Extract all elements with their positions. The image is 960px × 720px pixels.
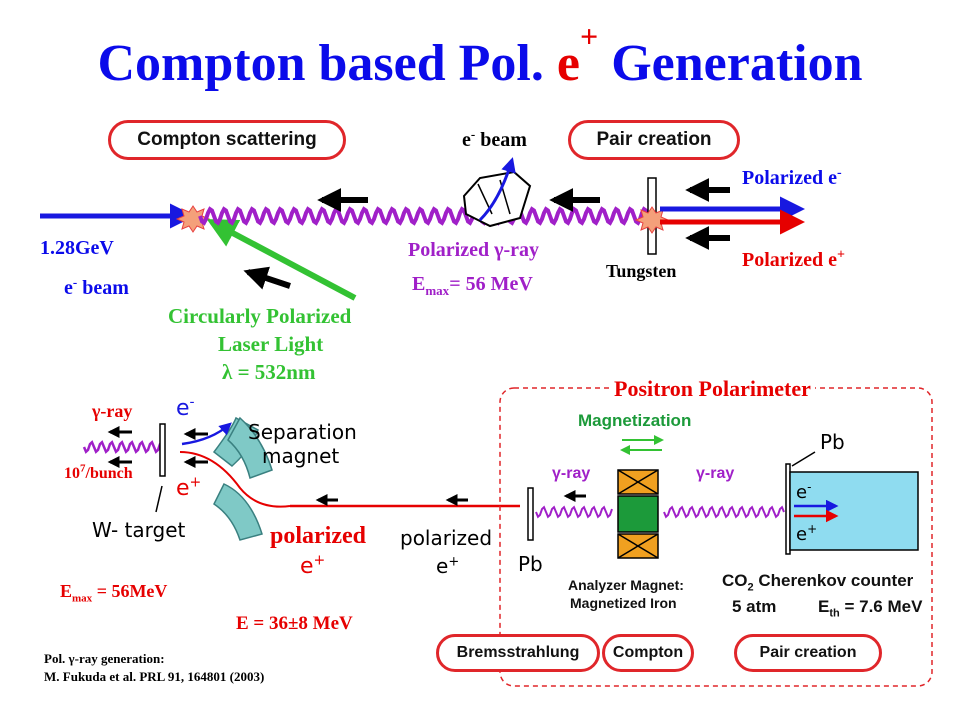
direction-arrow xyxy=(243,266,291,290)
polarized-red-label: polarized xyxy=(270,523,366,549)
pair-creation-pill-upper: Pair creation xyxy=(568,120,740,160)
analyzer-magnet xyxy=(617,469,659,559)
pair-burst xyxy=(634,206,670,234)
bending-magnet-upper xyxy=(462,157,532,228)
analyzer-line2: Magnetized Iron xyxy=(570,595,677,611)
polarized-positron-label: Polarized e+ xyxy=(742,247,845,271)
beam-energy-label: 1.28GeV xyxy=(40,237,114,259)
gamma-ray-lower-label: γ-ray xyxy=(92,401,133,421)
compton-burst xyxy=(175,205,211,233)
polarimeter-title: Positron Polarimeter xyxy=(610,378,815,400)
gamma-ray-right-label: γ-ray xyxy=(696,465,735,482)
polarized-electron-label: Polarized e- xyxy=(742,165,842,189)
pb-converter xyxy=(527,487,534,541)
pressure-label: 5 atm xyxy=(732,597,777,616)
gamma-ray-left-label: γ-ray xyxy=(552,465,591,482)
cherenkov-label: CO2 Cherenkov counter xyxy=(722,571,914,594)
pb-top-label: Pb xyxy=(820,430,845,454)
e-minus-label: e- xyxy=(176,394,195,421)
beam-label: e- beam xyxy=(64,274,129,299)
w-target-pointer xyxy=(155,485,163,513)
laser-wavelength: λ = 532nm xyxy=(222,360,316,384)
e-plus-label: e+ xyxy=(176,474,202,501)
bremsstrahlung-pill: Bremsstrahlung xyxy=(436,634,600,672)
gamma-wave-upper xyxy=(198,206,654,226)
e-plus-red-label: e+ xyxy=(300,552,326,579)
pb-left-label: Pb xyxy=(518,552,543,576)
laser-line2: Laser Light xyxy=(218,332,324,356)
pair-creation-pill-lower: Pair creation xyxy=(734,634,882,672)
polarized-gamma-label: Polarized γ-ray xyxy=(408,239,539,261)
bunch-label: 107/bunch xyxy=(64,462,133,482)
separation-label: Separation xyxy=(248,420,357,444)
laser-arrow xyxy=(206,219,357,301)
tungsten-label: Tungsten xyxy=(606,261,677,281)
e-plus-black-label: e+ xyxy=(436,554,460,578)
e-beam-top-label: e- beam xyxy=(462,126,527,151)
w-target-label: W- target xyxy=(92,518,186,542)
gamma-wave-right xyxy=(663,505,785,519)
magnetization-label: Magnetization xyxy=(578,411,692,430)
separation-magnet xyxy=(179,416,291,541)
w-target xyxy=(159,423,166,477)
laser-line1: Circularly Polarized xyxy=(168,304,352,328)
reference-line1: Pol. γ-ray generation: xyxy=(44,651,165,666)
threshold-label: Eth = 7.6 MeV xyxy=(818,597,923,620)
compton-pill: Compton xyxy=(602,634,694,672)
gamma-wave-lower-left xyxy=(82,440,163,454)
compton-scattering-pill: Compton scattering xyxy=(108,120,346,160)
analyzer-line1: Analyzer Magnet: xyxy=(568,577,684,593)
energy-label: E = 36±8 MeV xyxy=(236,613,353,634)
counter-e-plus: e+ xyxy=(796,522,818,545)
magnet-label: magnet xyxy=(262,444,340,468)
counter-e-minus: e- xyxy=(796,480,812,503)
gamma-wave-mid xyxy=(535,505,613,519)
polarized-black-label: polarized xyxy=(400,526,493,550)
cherenkov-counter xyxy=(789,471,919,551)
page-title: Compton based Pol. e+ Generation xyxy=(97,18,863,92)
pb-pointer xyxy=(791,451,816,467)
reference-line2: M. Fukuda et al. PRL 91, 164801 (2003) xyxy=(44,669,265,684)
emax-upper-label: Emax= 56 MeV xyxy=(412,273,533,298)
emax-lower-label: Emax = 56MeV xyxy=(60,581,168,605)
